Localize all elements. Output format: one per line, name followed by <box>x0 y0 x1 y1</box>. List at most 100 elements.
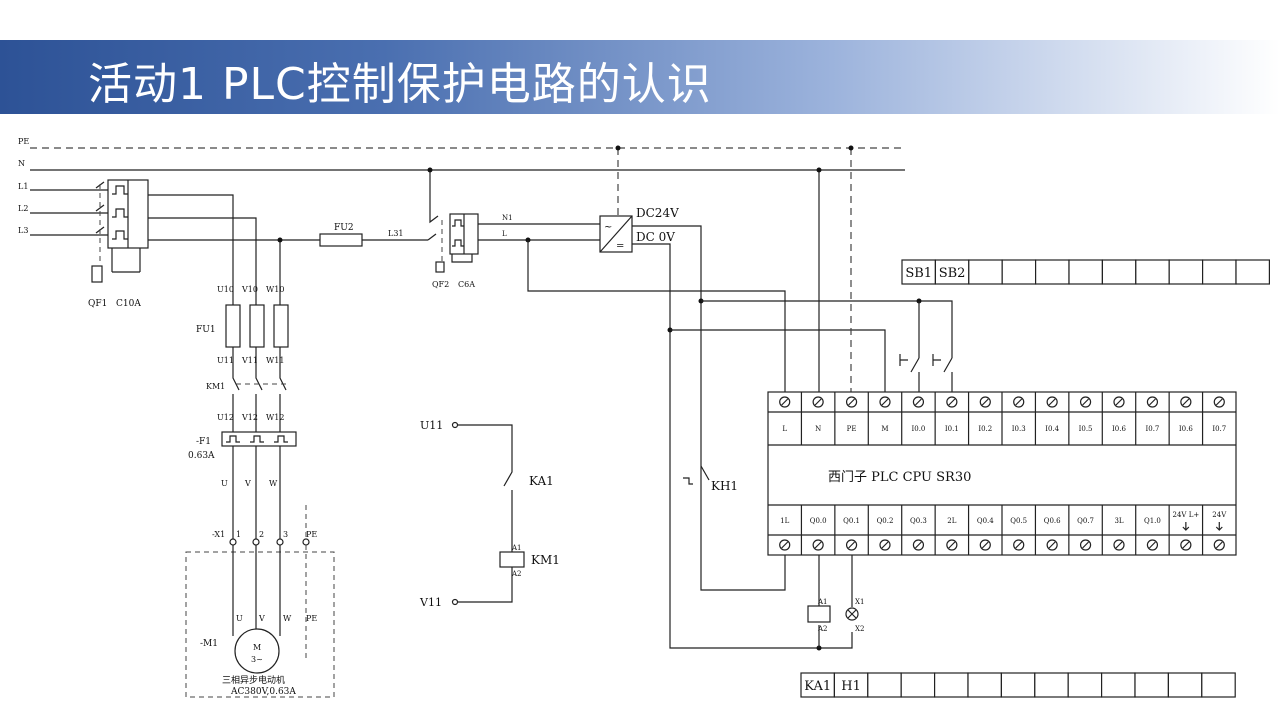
l1-label: L1 <box>18 182 28 191</box>
plc-bottom-screw <box>1180 539 1192 551</box>
sb-pushbuttons <box>899 354 953 392</box>
plc-top-terminal: M <box>881 425 888 433</box>
plc-bottom-screw <box>946 539 958 551</box>
svg-text:V11: V11 <box>241 356 258 365</box>
bus-lines: PE N L1 L2 L3 <box>18 137 905 236</box>
svg-text:U: U <box>236 614 243 623</box>
motor-label: -M1 <box>200 639 218 649</box>
qf2-breaker: QF2 C6A N1 L <box>427 167 513 289</box>
svg-text:M: M <box>253 643 261 652</box>
u11-label: U11 <box>420 419 443 432</box>
plc-bottom-screw <box>1113 539 1125 551</box>
plc-bottom-screw <box>845 539 858 551</box>
title-bar <box>0 40 1280 114</box>
qf1-rating: C10A <box>116 299 141 309</box>
qf2-l: L <box>502 230 507 238</box>
plc-bottom-terminal: Q0.5 <box>1010 517 1027 525</box>
svg-text:X1: X1 <box>855 598 864 606</box>
kh1-contact: KH1 <box>683 465 738 493</box>
svg-text:PE: PE <box>306 614 317 623</box>
svg-text:U10: U10 <box>217 285 234 294</box>
plc-bottom-terminal: 24V L+ <box>1173 511 1200 519</box>
qf2-n1: N1 <box>502 214 513 222</box>
plc-top-terminal: I0.6 <box>1112 425 1126 433</box>
svg-text:A2: A2 <box>511 570 522 578</box>
plc-bottom-terminal: Q1.0 <box>1144 517 1161 525</box>
plc-bottom-screw <box>1213 539 1225 551</box>
plc-bottom-screw <box>1046 539 1058 551</box>
svg-text:V12: V12 <box>241 413 258 422</box>
plc-top-terminal: I0.1 <box>945 425 959 433</box>
svg-text:PE: PE <box>306 530 317 539</box>
svg-text:U11: U11 <box>217 356 234 365</box>
plc-bottom-terminal: Q0.7 <box>1077 517 1094 525</box>
n-label: N <box>18 159 25 168</box>
dc24v-label: DC24V <box>636 206 679 220</box>
plc-bottom-terminal: Q0.0 <box>810 517 827 525</box>
svg-text:~: ~ <box>604 222 612 233</box>
plc-top-screw <box>1213 396 1225 408</box>
v11-label: V11 <box>419 596 442 609</box>
qf1-label: QF1 <box>88 299 107 309</box>
plc-bottom-screw <box>979 539 991 551</box>
fu2-label: FU2 <box>334 223 354 233</box>
qf2-label: QF2 <box>432 280 449 289</box>
svg-text:W12: W12 <box>266 413 284 422</box>
l31-label: L31 <box>388 229 404 238</box>
fu2-fuse: FU2 L31 <box>319 223 428 247</box>
km1-main-label: KM1 <box>206 382 225 391</box>
plc-top-screw <box>1113 396 1125 408</box>
plc-bottom-screw <box>1146 539 1159 551</box>
plc-top-terminal: N <box>815 425 821 433</box>
plc-bottom-screw <box>812 539 824 551</box>
plc-top-screw <box>1146 396 1159 408</box>
input-table-cell: SB2 <box>939 266 966 281</box>
f1-label: -F1 <box>196 437 211 447</box>
km1-coil-label: KM1 <box>531 553 560 567</box>
plc-bottom-screw <box>879 539 891 551</box>
plc-top-screw <box>1013 396 1025 408</box>
ka1-contact-label: KA1 <box>529 474 554 488</box>
output-table-cell: H1 <box>841 679 861 694</box>
svg-text:1: 1 <box>236 530 241 539</box>
svg-text:V: V <box>244 479 251 488</box>
plc-top-screw <box>1046 396 1058 408</box>
qf1-breaker: QF1 C10A <box>88 179 149 309</box>
plc-top-screw <box>845 396 858 408</box>
l2-label: L2 <box>18 204 28 213</box>
plc-top-screw <box>946 396 958 408</box>
motor-m1: U V W PE M 3~ -M1 三相异步电动机 AC380V,0.63A <box>185 545 335 698</box>
plc-top-terminal: I0.5 <box>1079 425 1093 433</box>
svg-text:V10: V10 <box>241 285 258 294</box>
plc-bottom-terminal: Q0.2 <box>877 517 894 525</box>
svg-text:W10: W10 <box>266 285 284 294</box>
plc-bottom-terminal: Q0.3 <box>910 517 927 525</box>
svg-text:2: 2 <box>259 530 264 539</box>
plc-top-terminal: I0.2 <box>978 425 992 433</box>
plc-bottom-screw <box>779 539 791 551</box>
svg-text:X2: X2 <box>855 625 864 633</box>
plc-top-screw <box>912 396 925 408</box>
plc-bottom-screw <box>1013 539 1025 551</box>
svg-text:A1: A1 <box>817 598 828 606</box>
dc0v-label: DC 0V <box>636 230 675 244</box>
svg-text:A2: A2 <box>817 625 828 633</box>
power-supply: ~ = DC24V DC 0V <box>599 206 679 253</box>
x1-terminals: -X1 1 2 3 PE <box>212 530 317 546</box>
plc-top-screw <box>1180 396 1192 408</box>
plc-bottom-terminal: 3L <box>1114 517 1123 525</box>
svg-text:A1: A1 <box>511 544 522 552</box>
svg-text:3~: 3~ <box>251 655 263 664</box>
plc-top-screw <box>1079 396 1092 408</box>
svg-text:V: V <box>258 614 265 623</box>
fu1-fuses: U10 V10 W10 FU1 U11 V11 W11 <box>196 285 289 365</box>
plc-bottom-screw <box>1079 539 1092 551</box>
motor-desc: 三相异步电动机 <box>222 674 285 686</box>
plc-bottom-terminal: 1L <box>780 517 789 525</box>
plc-top-terminal: L <box>782 425 787 433</box>
plc-top-terminal: I0.6 <box>1179 425 1193 433</box>
qf2-rating: C6A <box>458 280 475 289</box>
